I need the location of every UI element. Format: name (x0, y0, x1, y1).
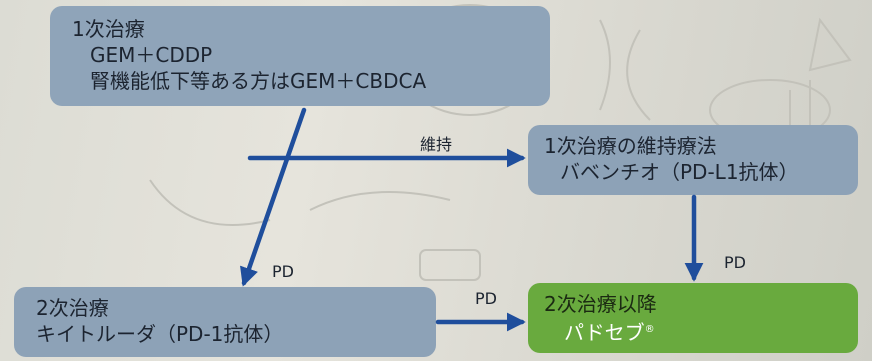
first-line-regimen: GEM＋CDDP (90, 43, 213, 67)
maintenance-therapy-box: 1次治療の維持療法 バベンチオ（PD-L1抗体） (528, 125, 858, 195)
first-line-therapy-box: 1次治療 GEM＋CDDP 腎機能低下等ある方はGEM＋CBDCA (50, 6, 550, 106)
second-line-title: 2次治療 (36, 296, 109, 320)
pd-edge-label-second-to-later: PD (475, 289, 497, 308)
later-line-therapy-box: 2次治療以降 パドセブ® (528, 283, 858, 353)
first-line-alt-regimen: 腎機能低下等ある方はGEM＋CBDCA (90, 69, 427, 93)
registered-mark: ® (644, 324, 655, 335)
maintenance-drug: バベンチオ（PD-L1抗体） (560, 160, 799, 184)
first-line-title: 1次治療 (72, 17, 145, 41)
maintenance-edge-label: 維持 (420, 135, 453, 154)
later-line-title: 2次治療以降 (544, 292, 657, 316)
second-line-drug: キイトルーダ（PD-1抗体） (36, 322, 284, 346)
arrow-first-to-second (240, 107, 307, 287)
pd-edge-label-maintenance-to-later: PD (724, 253, 746, 272)
pd-edge-label-first-to-second: PD (272, 262, 294, 281)
maintenance-title: 1次治療の維持療法 (544, 134, 717, 158)
later-line-drug: パドセブ® (564, 320, 655, 345)
second-line-therapy-box: 2次治療 キイトルーダ（PD-1抗体） (14, 287, 436, 357)
